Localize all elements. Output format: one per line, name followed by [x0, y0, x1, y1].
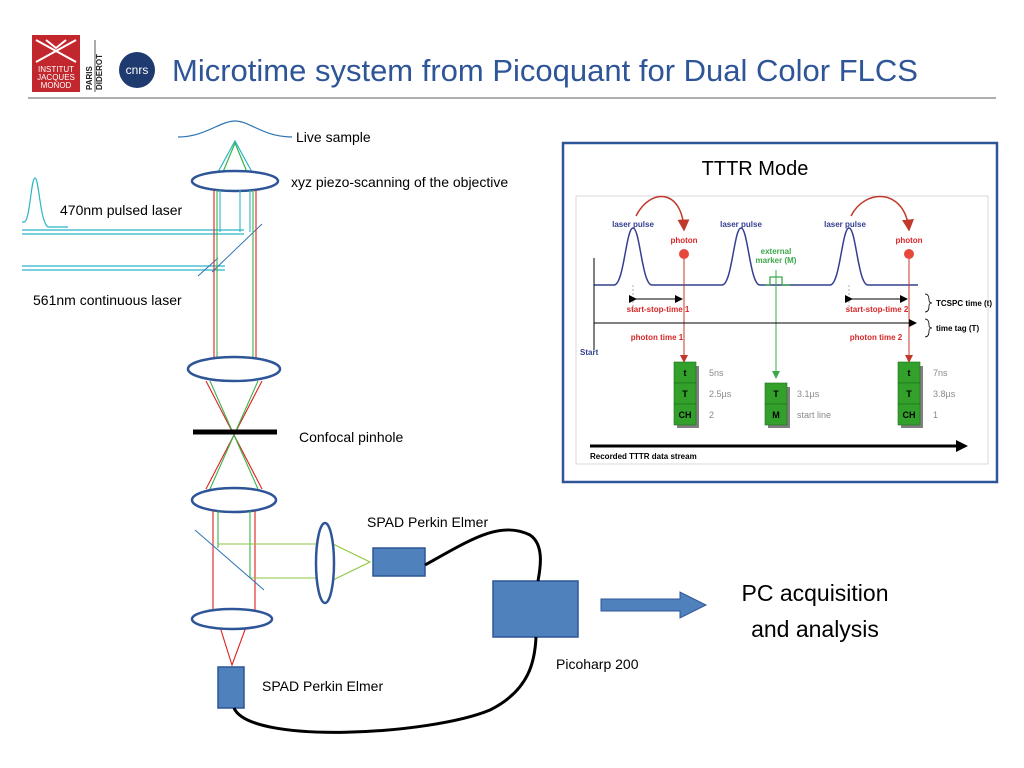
label-live-sample: Live sample: [296, 129, 371, 145]
tttr-r2-value-1: 3.1µs: [797, 389, 820, 399]
tttr-r3-code-3: CH: [903, 410, 916, 420]
tttr-laser-pulse-3: laser pulse: [824, 220, 866, 229]
tttr-r3-value-1: 7ns: [933, 368, 948, 378]
tttr-start-label: Start: [580, 348, 599, 357]
logo-cnrs-text: cnrs: [126, 63, 149, 77]
tttr-record-1: t T CH 5ns 2.5µs 2: [673, 361, 732, 428]
objective-lens: [190, 169, 280, 193]
tttr-r3-code-2: T: [906, 389, 912, 399]
tttr-photon-label-1: photon: [670, 236, 697, 245]
focusing-lens-bottom: [190, 607, 274, 631]
tttr-laser-pulse-2: laser pulse: [720, 220, 762, 229]
label-561nm-laser: 561nm continuous laser: [33, 292, 182, 308]
tttr-r3-value-3: 1: [933, 410, 938, 420]
tttr-time-tag-label: time tag (T): [936, 324, 979, 333]
logo-institut-jacques-monod: INSTITUT JACQUES MONOD: [32, 35, 80, 92]
tttr-r2-code-1: T: [773, 389, 779, 399]
label-spad-bottom: SPAD Perkin Elmer: [262, 678, 383, 694]
tttr-record-2: T M 3.1µs start line: [764, 382, 831, 428]
spad-detector-bottom: [217, 666, 245, 709]
tttr-marker-label-1: external: [761, 247, 792, 256]
logo-paris-text: PARIS: [85, 65, 94, 90]
arrow-to-pc: [600, 591, 708, 619]
label-confocal-pinhole: Confocal pinhole: [299, 429, 404, 445]
label-picoharp: Picoharp 200: [556, 656, 639, 672]
label-pc-line-2: and analysis: [751, 616, 879, 642]
logo-ijm-line-3: MONOD: [41, 81, 72, 90]
tttr-title: TTTR Mode: [702, 158, 809, 180]
dichroic-mirror-upper: [211, 223, 263, 273]
optical-setup: [22, 120, 708, 734]
tttr-r1-code-1: t: [684, 368, 687, 378]
picoharp-box: [492, 580, 579, 638]
dichroic-mirror-lower: [197, 257, 219, 277]
tttr-photon-label-2: photon: [895, 236, 922, 245]
tttr-tcspc-label: TCSPC time (t): [936, 299, 992, 308]
tttr-brace-tcspc: [924, 293, 933, 313]
logo-cnrs: cnrs: [119, 52, 155, 88]
pinhole-beams: [205, 380, 263, 490]
sample-profile: [177, 120, 293, 138]
logo-diderot-text: DIDEROT: [95, 54, 104, 90]
page-title: Microtime system from Picoquant for Dual…: [172, 53, 918, 88]
tttr-photon-time-1: photon time 1: [631, 333, 684, 342]
label-objective: xyz piezo-scanning of the objective: [291, 174, 508, 190]
tttr-panel: TTTR Mode laser pulse laser pulse lase: [561, 141, 999, 484]
spad-detector-top: [372, 547, 426, 577]
tttr-r1-value-1: 5ns: [709, 368, 724, 378]
tttr-signal-trace: [594, 227, 918, 286]
label-470nm-laser: 470nm pulsed laser: [60, 202, 183, 218]
laser-561-beam: [22, 265, 225, 271]
pulse-shape-470: [22, 177, 68, 228]
sample-beams: [217, 139, 253, 173]
tttr-r1-value-3: 2: [709, 410, 714, 420]
tttr-photon-time-2: photon time 2: [850, 333, 903, 342]
tttr-laser-pulse-1: laser pulse: [612, 220, 654, 229]
tttr-start-stop-1: start-stop-time 1: [627, 305, 690, 314]
tttr-stream-arrowhead: [956, 440, 968, 452]
vertical-beams-upper: [213, 190, 257, 358]
tttr-photon-dot-1: [679, 249, 689, 259]
tttr-r1-code-2: T: [682, 389, 688, 399]
tttr-r1-code-3: CH: [679, 410, 692, 420]
tttr-curved-arrow-2: [850, 195, 914, 232]
tttr-marker-label-2: marker (M): [756, 256, 797, 265]
cable-bottom: [232, 636, 538, 734]
tttr-r2-value-2: start line: [797, 410, 831, 420]
tttr-stream-label: Recorded TTTR data stream: [590, 452, 697, 461]
tttr-r2-code-2: M: [772, 410, 780, 420]
dichroic-splitter: [194, 529, 265, 591]
laser-470-beam: [22, 229, 244, 235]
logo-paris-diderot: PARIS DIDEROT: [85, 40, 104, 92]
tube-lens: [186, 355, 282, 383]
collimating-lens: [190, 486, 278, 514]
tttr-record-3: t T CH 7ns 3.8µs 1: [897, 361, 956, 428]
logo-ijm-line-1: INSTITUT: [38, 65, 74, 74]
tttr-r3-value-2: 3.8µs: [933, 389, 956, 399]
tttr-r1-value-2: 2.5µs: [709, 389, 732, 399]
tttr-photon-dot-2: [904, 249, 914, 259]
logo-ijm-line-2: JACQUES: [37, 73, 75, 82]
tttr-r3-code-1: t: [908, 368, 911, 378]
label-spad-top: SPAD Perkin Elmer: [367, 514, 488, 530]
label-pc-line-1: PC acquisition: [741, 580, 888, 606]
tttr-start-stop-2: start-stop-time 2: [846, 305, 909, 314]
tttr-curved-arrow-1: [635, 195, 690, 232]
tttr-brace-timetag: [924, 318, 933, 338]
cable-top: [424, 528, 542, 582]
detection-beams: [212, 511, 372, 667]
focusing-lens-side: [314, 521, 336, 605]
